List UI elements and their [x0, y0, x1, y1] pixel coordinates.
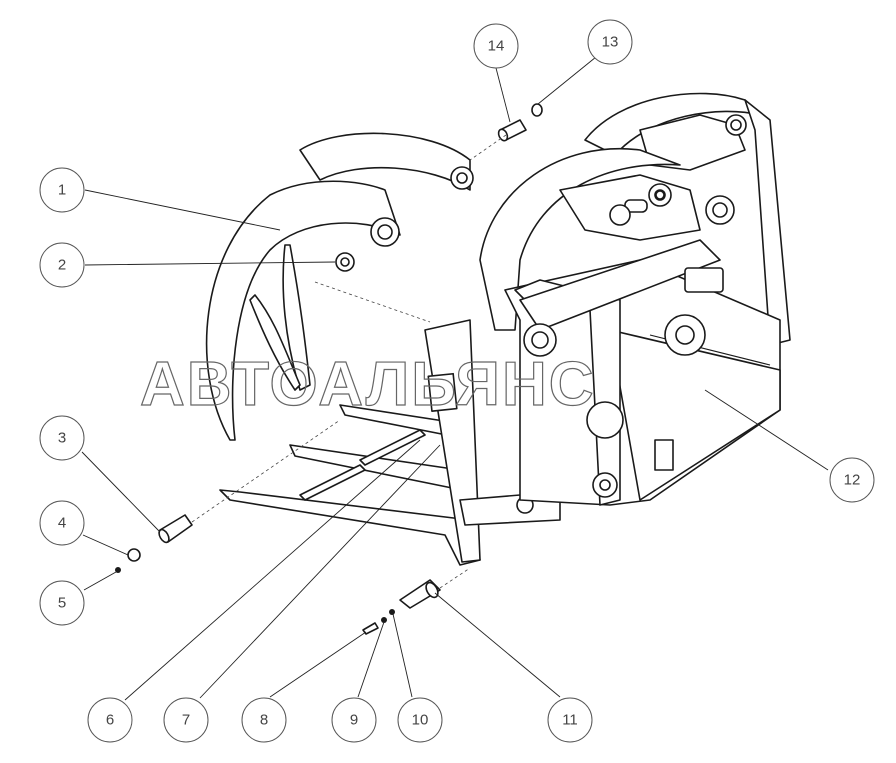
rear-grapple-arm [584, 92, 791, 346]
nut-part-10 [389, 609, 395, 615]
callout-circle [39, 167, 85, 213]
callout-circle [829, 457, 875, 503]
bushing-part-2 [335, 252, 355, 272]
ring-part-4 [127, 548, 141, 562]
callout-13: 13 [587, 19, 633, 65]
callout-circle [39, 580, 85, 626]
callout-label: 4 [58, 515, 66, 532]
callout-9: 9 [331, 697, 377, 743]
leader-lines [81, 56, 829, 701]
bolt-part-5 [115, 567, 121, 573]
callout-label: 14 [488, 38, 505, 55]
left-grapple-tine [205, 132, 474, 441]
callout-8: 8 [241, 697, 287, 743]
watermark-text: АВТОАЛЬЯНС [140, 350, 596, 419]
callout-3: 3 [39, 415, 85, 461]
callout-circle [473, 23, 519, 69]
callout-label: 5 [58, 595, 66, 612]
callout-circle [163, 697, 209, 743]
callout-circle [39, 242, 85, 288]
callout-label: 9 [350, 712, 358, 729]
callout-label: 13 [602, 34, 619, 51]
callout-7: 7 [163, 697, 209, 743]
ring-part-13 [531, 103, 543, 117]
fork-frame [219, 319, 561, 566]
callout-10: 10 [397, 697, 443, 743]
callout-circle [87, 697, 133, 743]
callout-label: 7 [182, 712, 190, 729]
callout-1: 1 [39, 167, 85, 213]
callout-label: 3 [58, 430, 66, 447]
callout-label: 8 [260, 712, 268, 729]
quick-attach-frame [504, 190, 781, 506]
callout-14: 14 [473, 23, 519, 69]
callout-circle [587, 19, 633, 65]
callout-circle [39, 500, 85, 546]
callout-2: 2 [39, 242, 85, 288]
callout-12: 12 [829, 457, 875, 503]
callout-label: 10 [412, 712, 429, 729]
pin-part-3 [158, 514, 193, 544]
callout-11: 11 [547, 697, 593, 743]
callout-label: 6 [106, 712, 114, 729]
assembly-axes [191, 134, 507, 589]
callout-4: 4 [39, 500, 85, 546]
callout-circle [331, 697, 377, 743]
pin-part-11 [399, 579, 441, 609]
callout-circle [547, 697, 593, 743]
callout-label: 1 [58, 182, 66, 199]
callout-label: 12 [844, 472, 861, 489]
callout-circle [39, 415, 85, 461]
middle-grapple-arm [479, 148, 735, 331]
callout-label: 11 [562, 712, 578, 729]
washer-part-9 [381, 617, 387, 623]
callout-6: 6 [87, 697, 133, 743]
callout-circle [241, 697, 287, 743]
callout-5: 5 [39, 580, 85, 626]
callout-circle [397, 697, 443, 743]
callout-label: 2 [58, 257, 66, 274]
